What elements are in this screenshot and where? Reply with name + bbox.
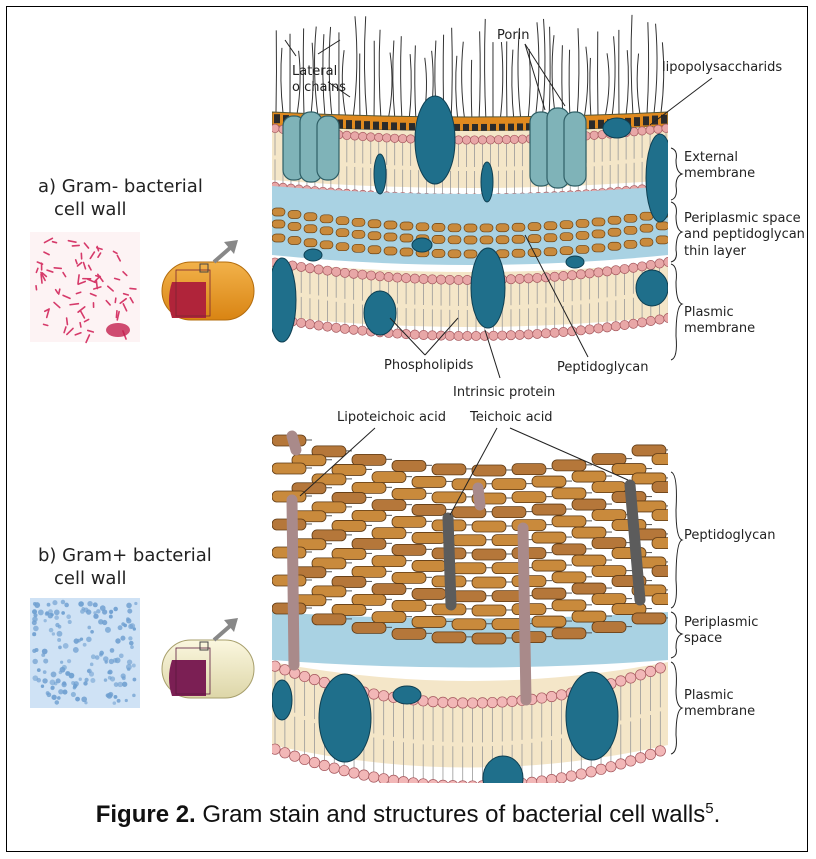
intrinsic-protein	[304, 249, 322, 261]
gram-negative-stain-image	[30, 232, 140, 342]
intrinsic-protein	[364, 291, 396, 335]
intrinsic-protein	[268, 258, 296, 342]
intrinsic-protein	[603, 118, 631, 138]
gram-negative-title: a) Gram- bacterial cell wall	[38, 176, 203, 221]
phospholipids-label: Phospholipids	[384, 358, 473, 374]
caption-label: Figure 2.	[96, 801, 196, 828]
thick-peptidoglycan-layer	[272, 435, 692, 644]
membrane-protein	[483, 756, 523, 800]
figure-caption: Figure 2. Gram stain and structures of b…	[0, 800, 816, 829]
porin-label: Porin	[497, 28, 530, 44]
plasmic-membrane-label-pos: Plasmic membrane	[684, 688, 755, 721]
lipoteichoic-acid-label: Lipoteichoic acid	[337, 410, 446, 426]
gram-negative-title-line2: cell wall	[38, 199, 203, 222]
intrinsic-protein	[636, 270, 668, 306]
gram-negative-title-line1: a) Gram- bacterial	[38, 176, 203, 199]
plasmic-pos-line1: Plasmic	[684, 688, 755, 704]
gram-positive-cell-icon	[162, 618, 254, 698]
plasmic-membrane-label-neg: Plasmic membrane	[684, 305, 755, 338]
gram-positive-title: b) Gram+ bacterial cell wall	[38, 545, 212, 590]
intrinsic-protein	[646, 134, 674, 222]
periplasmic-space-label: Periplasmic space	[684, 615, 758, 648]
lateral-label-line2: o chains	[292, 80, 346, 96]
periplasmic-label-line3: thin layer	[684, 244, 805, 260]
lateral-chains-label: Lateral o chains	[292, 64, 346, 97]
plasmic-label-line1: Plasmic	[684, 305, 755, 321]
external-label-line1: External	[684, 150, 755, 166]
gram-positive-stain-image	[30, 598, 140, 708]
plasmic-pos-line2: membrane	[684, 704, 755, 720]
gram-negative-cell-icon	[162, 240, 254, 320]
lateral-label-line1: Lateral	[292, 64, 346, 80]
periplasmic-label-line1: Periplasmic space	[684, 211, 805, 227]
caption-reference: 5	[705, 800, 713, 817]
intrinsic-protein	[481, 162, 493, 202]
periplasmic-space-line1: Periplasmic	[684, 615, 758, 631]
intrinsic-protein	[415, 96, 455, 184]
external-membrane-label: External membrane	[684, 150, 755, 183]
periplasmic-peptidoglycan-label: Periplasmic space and peptidoglycan thin…	[684, 211, 805, 260]
gram-positive-title-line2: cell wall	[38, 568, 212, 591]
external-label-line2: membrane	[684, 166, 755, 182]
lps-label: lipopolysaccharids	[662, 60, 782, 76]
gram-positive-title-line1: b) Gram+ bacterial	[38, 545, 212, 568]
intrinsic-protein-label: Intrinsic protein	[453, 385, 555, 401]
membrane-protein	[566, 672, 618, 760]
membrane-protein	[272, 680, 292, 720]
intrinsic-protein	[566, 256, 584, 268]
plasmic-label-line2: membrane	[684, 321, 755, 337]
periplasmic-label-line2: and peptidoglycan	[684, 227, 805, 243]
caption-period: .	[714, 801, 721, 828]
caption-text: Gram stain and structures of bacterial c…	[196, 801, 706, 828]
intrinsic-protein	[471, 248, 505, 328]
periplasmic-space-line2: space	[684, 631, 758, 647]
membrane-protein	[393, 686, 421, 704]
membrane-protein	[319, 674, 371, 762]
teichoic-acid-label: Teichoic acid	[470, 410, 553, 426]
intrinsic-protein	[374, 154, 386, 194]
intrinsic-protein	[412, 238, 432, 252]
peptidoglycan-label-neg: Peptidoglycan	[557, 360, 648, 376]
peptidoglycan-label-pos: Peptidoglycan	[684, 528, 775, 544]
gram-positive-wall-illustration	[270, 435, 692, 800]
